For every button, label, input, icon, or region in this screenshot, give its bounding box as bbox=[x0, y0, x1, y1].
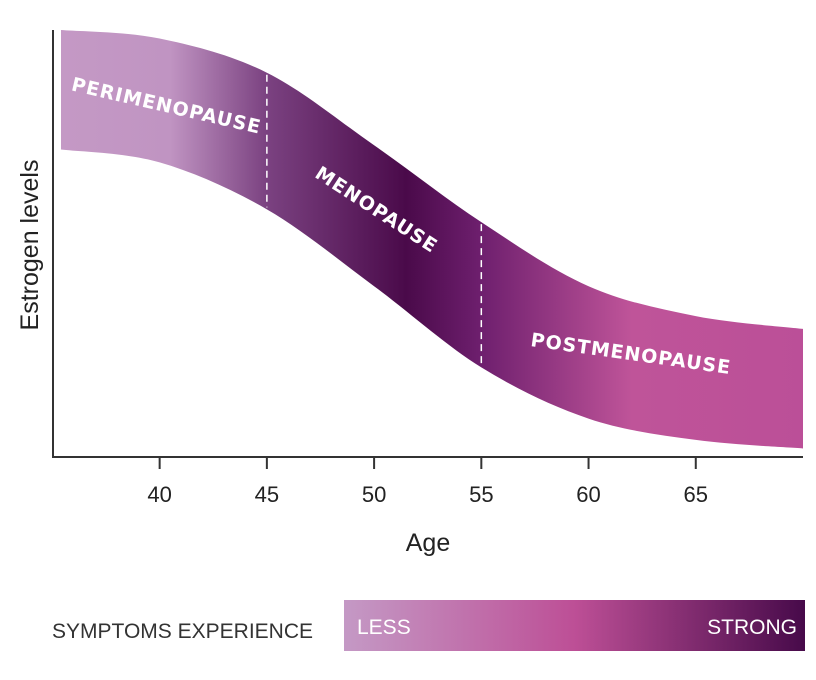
symptoms-legend: SYMPTOMS EXPERIENCE LESS STRONG bbox=[52, 600, 805, 651]
legend-title: SYMPTOMS EXPERIENCE bbox=[52, 620, 313, 643]
x-tick-label: 65 bbox=[684, 482, 708, 507]
x-tick-label: 55 bbox=[469, 482, 493, 507]
y-axis-label: Estrogen levels bbox=[16, 160, 44, 331]
x-tick-label: 50 bbox=[362, 482, 386, 507]
x-tick-label: 40 bbox=[147, 482, 171, 507]
x-tick-label: 60 bbox=[576, 482, 600, 507]
legend-high-label: STRONG bbox=[707, 616, 797, 639]
legend-gradient-bar bbox=[344, 600, 805, 651]
x-axis-label: Age bbox=[406, 529, 450, 557]
x-tick-label: 45 bbox=[255, 482, 279, 507]
legend-low-label: LESS bbox=[357, 616, 411, 639]
estrogen-band bbox=[61, 30, 803, 449]
